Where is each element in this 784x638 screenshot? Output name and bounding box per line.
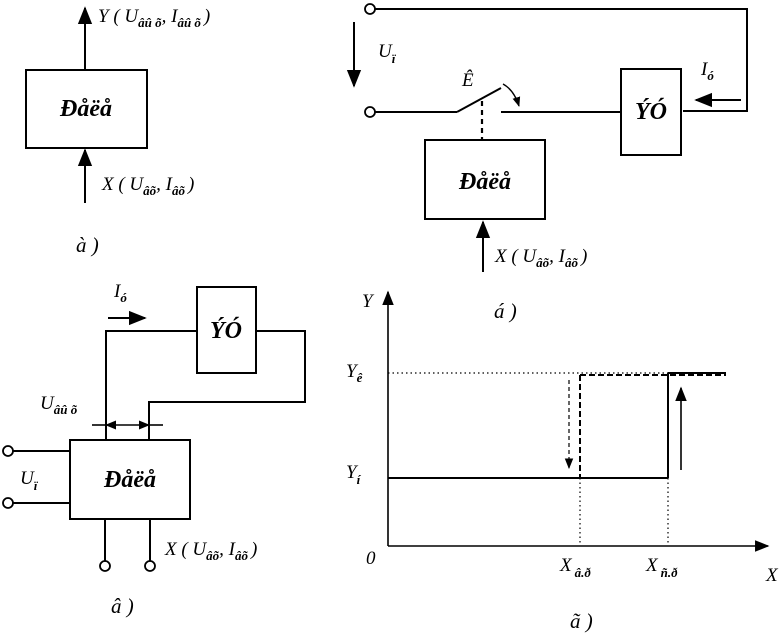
x-terminal-left-c: [99, 560, 111, 572]
terminal-top-b: [364, 3, 376, 15]
contact-label-b: Ê: [461, 69, 474, 91]
input-label-c: X ( Uâõ, Iâõ): [164, 539, 257, 563]
relay-block-c: [69, 439, 191, 520]
output-label-a: Y ( Uâû õ, Iâû õ): [98, 6, 210, 30]
caption-c: â ): [111, 594, 134, 618]
wire-right-c: [148, 330, 306, 440]
terminal-bottom-c: [2, 497, 14, 509]
terminal-bottom-b: [364, 106, 376, 118]
load-block-c-label: ÝÓ: [210, 317, 242, 344]
switch-arc-arrow-b: [502, 83, 521, 107]
uout-label-c: Uâû õ: [40, 393, 78, 417]
diagram-b: ÝÓ Ðåëå Uï Ê Ió X ( Uâõ, Iâõ) á ): [346, 3, 748, 323]
current-label-b: Ió: [700, 59, 714, 83]
y-axis-label-d: Y: [362, 291, 375, 312]
relay-block-a: [25, 69, 148, 149]
wire-left-c: [105, 330, 197, 440]
load-block-b-label: ÝÓ: [635, 98, 667, 125]
current-label-c: Ió: [113, 281, 127, 305]
relay-block-c-label: Ðåëå: [103, 467, 156, 493]
origin-label-d: 0: [366, 548, 376, 569]
x-terminal-right-c: [144, 560, 156, 572]
caption-a: à ): [76, 233, 99, 257]
relay-block-b-label: Ðåëå: [458, 169, 511, 195]
supply-wire-b: [375, 8, 748, 112]
terminal-top-c: [2, 445, 14, 457]
relay-block-a-label: Ðåëå: [59, 96, 112, 122]
x-axis-label-d: X: [765, 565, 779, 586]
diagram-c: ÝÓ Ðåëå Ió Uâû õ Uï X ( Uâõ, Iâõ) â ): [2, 281, 306, 618]
yn-label-d: Yí: [346, 462, 362, 487]
switch-blade-b: [456, 87, 502, 113]
relay-block-b: [424, 139, 546, 220]
caption-d: ã ): [570, 609, 593, 633]
ui-label-b: Uï: [378, 41, 397, 66]
load-block-b: [620, 68, 682, 156]
ui-label-c: Uï: [20, 468, 39, 493]
diagram-a: Ðåëå Y ( Uâû õ, Iâû õ) X ( Uâõ, Iâõ) à ): [25, 6, 210, 257]
caption-b: á ): [494, 299, 517, 323]
input-label-a: X ( Uâõ, Iâõ): [101, 174, 194, 198]
input-label-b: X ( Uâõ, Iâõ): [494, 246, 587, 270]
yk-label-d: Yê: [346, 361, 363, 385]
